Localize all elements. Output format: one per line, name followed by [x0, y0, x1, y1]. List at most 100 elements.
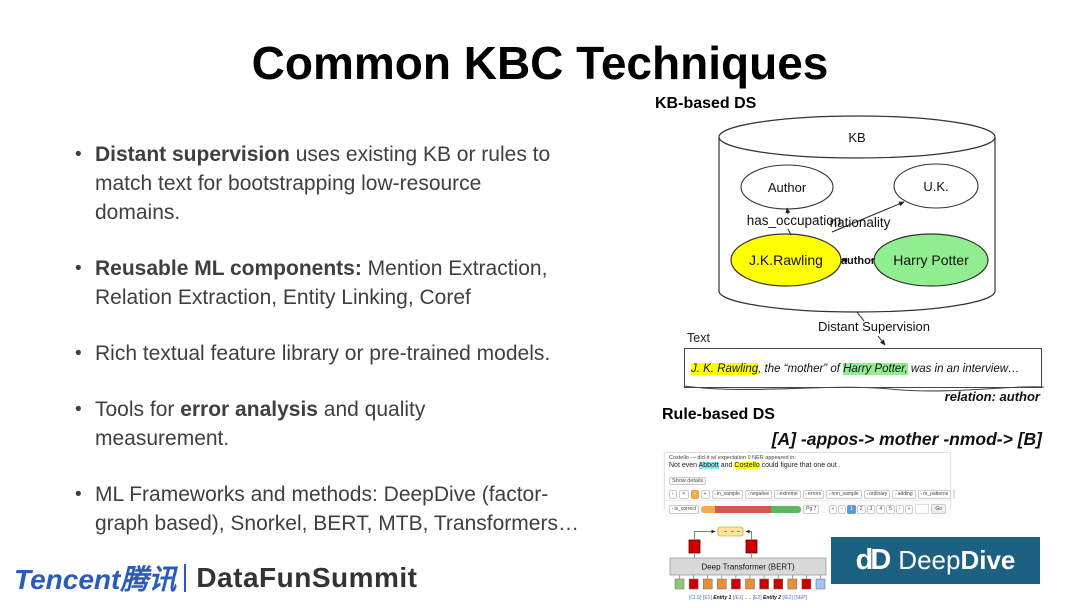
text-segment: and: [718, 462, 735, 469]
text-segment: 0 NER: [747, 455, 764, 461]
pager-button[interactable]: 4: [876, 504, 886, 514]
show-details-button[interactable]: Show details: [669, 477, 707, 485]
yellow-highlight: J. K. Rawling: [691, 363, 759, 375]
text-segment: Rich textual feature library or pre-trai…: [95, 342, 551, 365]
token-label: [E2]: [751, 595, 762, 601]
pager-button[interactable]: 2: [856, 504, 866, 514]
e1-to-concat-arrow: [694, 529, 716, 540]
e1-output-square: [688, 539, 701, 554]
bullet-item: •ML Frameworks and methods: DeepDive (fa…: [62, 480, 642, 538]
kb-cylinder-top: [718, 115, 996, 159]
distant-supervision-label: Distant Supervision: [818, 319, 930, 334]
token-label: [/E2]: [781, 595, 793, 601]
tool-tag-button[interactable]: ▪negative: [744, 489, 773, 499]
datafunsummit-logo: DataFunSummit: [196, 562, 418, 593]
text-segment: appeared in:: [763, 455, 796, 461]
text-segment: Not even: [669, 462, 699, 469]
token-label: Entity 2: [762, 595, 782, 601]
is-correct-tag[interactable]: ▪is_correct: [669, 504, 700, 514]
relation-note: relation: author: [944, 389, 1040, 404]
has-occupation-arrow: [787, 228, 792, 236]
tag-label: ordinary: [869, 490, 888, 497]
kb-based-ds-heading: KB-based DS: [655, 95, 757, 112]
uk-node-label: U.K.: [923, 179, 948, 194]
tag-icon: ▪: [777, 491, 779, 496]
deepdive-wordmark: DeepDive: [898, 545, 1016, 575]
green-highlight: Harry Potter,: [843, 363, 908, 375]
pager-button[interactable]: «: [828, 504, 838, 514]
tool-tag-button[interactable]: ▪non_sample: [826, 489, 862, 499]
tool-tag-button[interactable]: ▪m_patterns: [917, 489, 952, 499]
e2-to-concat-arrow: [745, 529, 752, 540]
bullet-list: •Distant supervision uses existing KB or…: [62, 140, 642, 565]
tag-icon: ▪: [747, 491, 750, 496]
tool-header: Costello — did-it w/ expectation 0 NER a…: [665, 453, 950, 487]
uk-node: [893, 163, 979, 209]
tag-icon: ▪: [895, 491, 897, 496]
tag-icon: ▪: [920, 491, 923, 496]
tag-icon: ▪: [714, 491, 716, 496]
deepdive-logo: dD DeepDive: [831, 537, 1040, 584]
text-segment: Mention Extraction, Relation Extraction,…: [95, 257, 548, 309]
token-label: ..: [747, 595, 751, 601]
progress-segment: [701, 505, 716, 513]
pager-button[interactable]: 1: [846, 504, 856, 514]
tool-tag-button[interactable]: ▪ordinary: [863, 489, 891, 499]
tag-icon: ▪: [866, 491, 869, 496]
token-square: [731, 578, 741, 590]
pager-button[interactable]: 3: [866, 504, 876, 514]
tool-tag-button[interactable]: ▪in_sample: [711, 489, 743, 499]
jk-rawling-label: J.K.Rawling: [749, 252, 823, 268]
nationality-edge-label: nationality: [830, 215, 891, 230]
cyan-highlight: Abbott: [698, 462, 719, 469]
token-label: [SEP]: [793, 595, 808, 601]
token-square: [674, 578, 685, 590]
deepdive-icon: dD: [855, 544, 892, 576]
ds-connector-line: [856, 311, 865, 322]
tag-label: m_patterns: [923, 490, 949, 497]
text-segment: , the “mother” of: [758, 363, 844, 375]
text-segment: Reusable ML components:: [95, 257, 362, 280]
tool-filter-input[interactable]: [953, 489, 956, 499]
pager-button[interactable]: ‹: [838, 504, 846, 514]
text-segment: Costello: [669, 455, 689, 461]
token-label: Entity 1: [712, 595, 732, 601]
text-segment: was in an interview…: [907, 363, 1020, 375]
token-square: [688, 578, 699, 590]
token-labels: [CLS] [E1] Entity 1 [/E1] .. .. [E2] Ent…: [689, 595, 808, 601]
pager-button[interactable]: 5: [886, 504, 895, 514]
text-segment: Distant supervision: [95, 143, 290, 166]
page-indicator-chip[interactable]: Pg 7: [803, 504, 820, 514]
token-square: [745, 578, 755, 590]
textbox-wave-edge: [683, 385, 1045, 392]
token-label: [CLS]: [689, 595, 702, 601]
mtb-bert-diagram: Deep Transformer (BERT) [CLS] [E1] Entit…: [669, 526, 827, 601]
tag-icon: ▪: [805, 491, 808, 496]
tool-title: Costello — did-it w/ expectation 0 NER a…: [669, 455, 946, 461]
bullet-item: •Distant supervision uses existing KB or…: [62, 140, 642, 227]
dependency-pattern: [A] -appos-> mother -nmod-> [B]: [771, 429, 1042, 449]
bullet-item: •Reusable ML components: Mention Extract…: [62, 254, 642, 312]
tool-nav-button[interactable]: ‹: [669, 489, 677, 499]
tool-tag-button[interactable]: ▪errors: [802, 489, 825, 499]
has-occupation-arrowhead: [785, 207, 791, 215]
pager-button[interactable]: »: [904, 504, 914, 514]
nationality-arrow: [831, 201, 905, 233]
tool-tag-button[interactable]: ▪extreme: [774, 489, 801, 499]
tool-tag-button[interactable]: ▪adding: [892, 489, 916, 499]
page-size-input[interactable]: [915, 504, 930, 514]
token-square: [702, 578, 713, 590]
tool-nav-button[interactable]: +: [700, 489, 710, 499]
tencent-logo: Tencent腾讯: [14, 564, 177, 595]
tag-label: in_sample: [717, 490, 740, 497]
token-label: [/E1]: [731, 595, 743, 601]
kb-diagram: KB Author U.K. J.K.Rawling Harry Potter …: [718, 115, 996, 346]
go-button[interactable]: Go: [931, 504, 946, 514]
tool-nav-button[interactable]: ▪: [690, 489, 699, 499]
bullet-text: Reusable ML components: Mention Extracti…: [95, 254, 547, 312]
pager-button[interactable]: ›: [895, 504, 904, 514]
tool-nav-button[interactable]: ✕: [678, 489, 689, 499]
tag-label: extreme: [779, 490, 798, 497]
